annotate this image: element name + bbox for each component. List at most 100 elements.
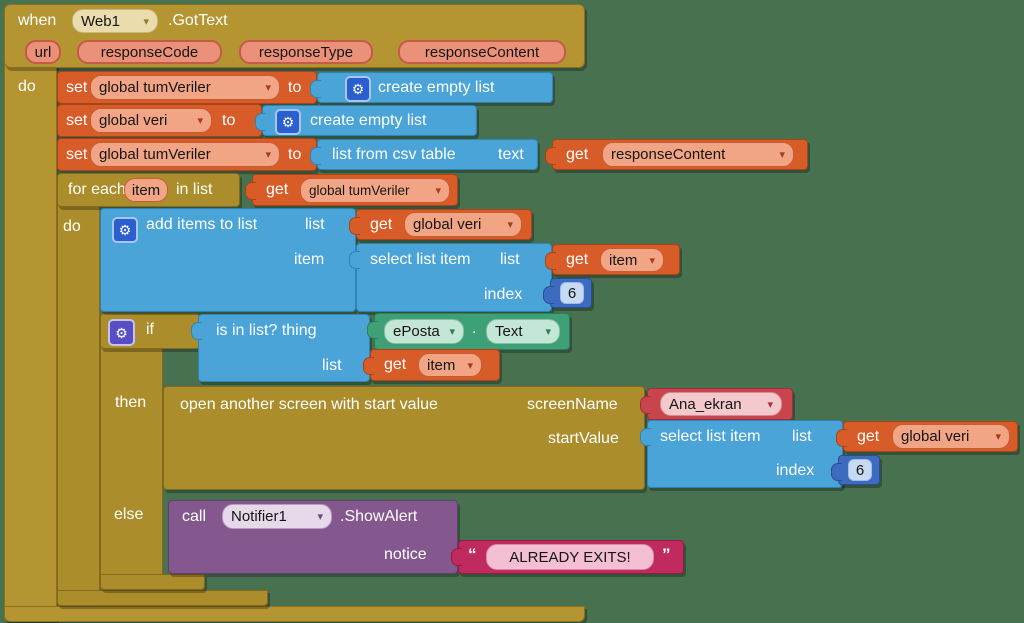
select-label: select list item bbox=[370, 251, 471, 268]
when-keyword: when bbox=[18, 12, 57, 29]
dropdown-icon: ▾ bbox=[197, 115, 203, 127]
set-keyword: set bbox=[66, 146, 88, 163]
component-dropdown-notifier1[interactable]: Notifier1▾ bbox=[222, 504, 332, 529]
plug-tab bbox=[543, 286, 554, 304]
is-in-list-list-arg-label: list bbox=[322, 357, 342, 374]
get-keyword: get bbox=[566, 146, 589, 163]
csv-label: list from csv table bbox=[332, 146, 456, 163]
plug-tab bbox=[831, 463, 842, 481]
mutator-gear-icon[interactable]: ⚙ bbox=[345, 76, 371, 102]
foreach-inlist-label: in list bbox=[176, 181, 213, 198]
foreach-block-bottom bbox=[57, 590, 268, 606]
var-dropdown-veri[interactable]: global veri▾ bbox=[90, 108, 212, 133]
number-field-2[interactable]: 6 bbox=[848, 459, 872, 481]
get-keyword: get bbox=[857, 428, 880, 445]
var-dropdown-responsecontent[interactable]: responseContent▾ bbox=[602, 142, 794, 167]
get-keyword: get bbox=[566, 251, 589, 268]
plug-tab bbox=[310, 80, 321, 98]
component-dropdown-eposta[interactable]: ePosta▾ bbox=[384, 319, 464, 344]
select-list-item-block-2[interactable] bbox=[640, 420, 843, 488]
dropdown-icon: ▾ bbox=[467, 359, 473, 372]
component-dropdown-web1-label: Web1 bbox=[81, 12, 120, 30]
screen-dropdown-anaekran[interactable]: Ana_ekran▾ bbox=[660, 392, 782, 416]
add-items-to-list-block[interactable] bbox=[100, 208, 356, 312]
plug-tab bbox=[310, 147, 321, 165]
foreach-do-label: do bbox=[63, 218, 81, 235]
plug-tab bbox=[367, 321, 378, 339]
property-dot: . bbox=[472, 320, 477, 337]
get-keyword: get bbox=[370, 216, 393, 233]
var-dropdown-tumveriler-1[interactable]: global tumVeriler▾ bbox=[90, 75, 280, 100]
when-event-name: .GotText bbox=[168, 12, 228, 29]
is-in-list-label: is in list? thing bbox=[216, 322, 317, 339]
create-empty-list-label-1: create empty list bbox=[378, 79, 495, 96]
var-dropdown-item-2[interactable]: item▾ bbox=[418, 353, 482, 377]
plug-tab bbox=[349, 251, 360, 269]
select-list-arg-label: list bbox=[500, 251, 520, 268]
param-responseCode[interactable]: responseCode bbox=[77, 40, 222, 64]
dropdown-icon: ▾ bbox=[649, 254, 655, 267]
var-dropdown-tumveriler-3[interactable]: global tumVeriler▾ bbox=[300, 178, 450, 203]
mutator-gear-icon[interactable]: ⚙ bbox=[275, 109, 301, 135]
dropdown-icon: ▾ bbox=[435, 185, 441, 197]
to-keyword: to bbox=[222, 112, 236, 129]
dropdown-icon: ▾ bbox=[317, 511, 323, 523]
open-screen-startvalue-arg-label: startValue bbox=[548, 430, 619, 447]
is-in-list-block[interactable] bbox=[191, 314, 370, 382]
if-keyword: if bbox=[146, 321, 154, 338]
open-screen-label: open another screen with start value bbox=[180, 396, 438, 413]
plug-tab bbox=[545, 252, 556, 270]
csv-text-arg-label: text bbox=[498, 146, 524, 163]
set-keyword: set bbox=[66, 112, 88, 129]
foreach-item-field[interactable]: item bbox=[124, 178, 168, 202]
foreach-keyword: for each bbox=[68, 181, 126, 198]
list-from-csv-block[interactable] bbox=[310, 139, 538, 170]
text-string-field[interactable]: ALREADY EXITS! bbox=[486, 544, 654, 570]
foreach-block-spine[interactable] bbox=[57, 173, 100, 607]
open-quote: “ bbox=[468, 545, 477, 564]
var-dropdown-veri-2[interactable]: global veri▾ bbox=[892, 424, 1010, 449]
number-field-1[interactable]: 6 bbox=[560, 282, 584, 304]
set-keyword: set bbox=[66, 79, 88, 96]
when-block-spine[interactable] bbox=[4, 4, 57, 622]
mutator-gear-icon[interactable]: ⚙ bbox=[108, 319, 135, 346]
param-url[interactable]: url bbox=[25, 40, 61, 64]
var-dropdown-item-1[interactable]: item▾ bbox=[600, 248, 664, 272]
if-block-bottom bbox=[100, 574, 205, 590]
dropdown-icon: ▾ bbox=[779, 149, 785, 161]
param-responseContent[interactable]: responseContent bbox=[398, 40, 566, 64]
var-dropdown-tumveriler-2[interactable]: global tumVeriler▾ bbox=[90, 142, 280, 167]
dropdown-icon: ▾ bbox=[507, 219, 513, 231]
plug-tab bbox=[545, 147, 556, 165]
dropdown-icon: ▾ bbox=[265, 82, 271, 94]
property-dropdown-text[interactable]: Text▾ bbox=[486, 319, 560, 344]
if-block-spine[interactable] bbox=[100, 313, 163, 590]
select-list-item-block-1[interactable] bbox=[349, 243, 552, 312]
call-keyword: call bbox=[182, 508, 207, 525]
call-method-name: .ShowAlert bbox=[340, 508, 418, 525]
call-notice-arg-label: notice bbox=[384, 546, 427, 563]
plug-tab bbox=[363, 357, 374, 375]
mutator-gear-icon[interactable]: ⚙ bbox=[112, 217, 138, 243]
plug-tab bbox=[349, 217, 360, 235]
param-responseType[interactable]: responseType bbox=[239, 40, 373, 64]
get-keyword: get bbox=[266, 181, 289, 198]
dropdown-icon: ▾ bbox=[449, 326, 455, 338]
create-empty-list-label-2: create empty list bbox=[310, 112, 427, 129]
plug-tab bbox=[191, 322, 202, 340]
close-quote: ” bbox=[662, 545, 671, 564]
dropdown-icon: ▾ bbox=[995, 431, 1001, 443]
then-keyword: then bbox=[115, 394, 147, 411]
select-index-arg-label: index bbox=[484, 286, 523, 303]
plug-tab bbox=[640, 396, 651, 414]
plug-tab bbox=[640, 428, 651, 446]
select-index-arg-label: index bbox=[776, 462, 815, 479]
add-items-item-arg-label: item bbox=[294, 251, 325, 268]
add-items-label: add items to list bbox=[146, 216, 258, 233]
open-screen-block[interactable] bbox=[163, 386, 645, 490]
select-list-arg-label: list bbox=[792, 428, 812, 445]
var-dropdown-veri-1[interactable]: global veri▾ bbox=[404, 212, 522, 237]
plug-tab bbox=[255, 113, 266, 131]
dropdown-icon: ▾ bbox=[767, 398, 773, 411]
component-dropdown-web1[interactable]: Web1 ▾ bbox=[72, 9, 158, 33]
